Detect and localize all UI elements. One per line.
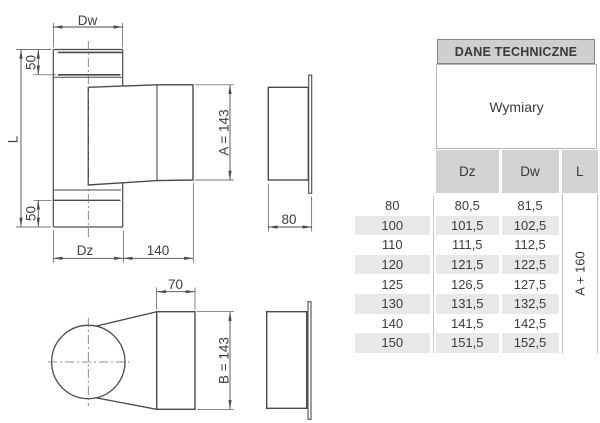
table-row: 100 101,5 102,5 xyxy=(355,215,597,236)
duct-rect xyxy=(266,311,308,410)
l-merged-cell: A + 160 xyxy=(562,193,598,353)
column-header-dz: Dz xyxy=(436,150,499,193)
flange-plate xyxy=(307,301,312,420)
socket-rim-lines xyxy=(58,51,122,76)
table-row: 130 131,5 132,5 xyxy=(355,294,597,314)
top-view xyxy=(48,287,234,411)
cell-dz: 80,5 xyxy=(454,198,480,214)
dim-label-l: L xyxy=(5,135,20,143)
table-row: 120 121,5 122,5 xyxy=(355,254,597,275)
dim-label-50-bottom: 50 xyxy=(23,205,38,222)
cell-dw: 81,5 xyxy=(517,198,543,214)
dim-label-140: 140 xyxy=(146,242,170,258)
cell-size: 100 xyxy=(355,215,430,236)
cell-dw: 142,5 xyxy=(513,315,547,331)
table-divider-line xyxy=(433,196,434,353)
table-row: 125 126,5 127,5 xyxy=(355,274,597,294)
dim-label-50-top: 50 xyxy=(23,54,38,70)
cell-dw: 112,5 xyxy=(514,237,546,253)
table-group-header: Wymiary xyxy=(436,64,597,149)
cell-dw: 102,5 xyxy=(501,215,559,236)
cell-size: 125 xyxy=(381,276,404,292)
cell-dw: 127,5 xyxy=(513,276,547,292)
dim-label-b143: B = 143 xyxy=(216,337,231,384)
circle-centerlines xyxy=(48,318,130,406)
table-title: DANE TECHNICZNE xyxy=(437,39,595,64)
table-row: 80 80,5 81,5 xyxy=(355,196,597,216)
cell-size: 130 xyxy=(355,294,430,314)
flange-plate xyxy=(308,74,313,194)
column-header-dw: Dw xyxy=(501,150,559,193)
cell-dz: 121,5 xyxy=(436,254,499,275)
dim-label-70: 70 xyxy=(167,277,184,292)
side-view-top xyxy=(267,74,313,232)
cell-dz: 141,5 xyxy=(450,315,484,331)
cell-dw: 152,5 xyxy=(501,333,559,353)
dim-label-dz: Dz xyxy=(76,242,94,258)
front-view-dimensions xyxy=(16,23,234,263)
table-row: 140 141,5 142,5 xyxy=(355,314,597,334)
cell-dw: 122,5 xyxy=(501,254,559,275)
top-view-dimensions xyxy=(156,287,234,410)
duct-rect xyxy=(267,86,309,181)
table-row: 110 111,5 112,5 xyxy=(355,235,597,255)
branch-outline xyxy=(87,84,194,186)
cell-dz: 151,5 xyxy=(436,333,499,353)
column-header-l: L xyxy=(562,150,598,193)
cell-dz: 126,5 xyxy=(450,276,484,292)
cell-size: 150 xyxy=(355,333,430,353)
front-view xyxy=(16,23,234,263)
side-view-dimensions xyxy=(267,183,313,232)
dim-label-dw: Dw xyxy=(77,13,98,28)
dim-label-a143: A = 143 xyxy=(216,109,231,156)
cell-size: 80 xyxy=(385,198,400,214)
outlet-rect xyxy=(155,311,196,411)
cell-dw: 132,5 xyxy=(501,294,559,314)
cell-dz: 101,5 xyxy=(436,215,499,236)
dim-label-80: 80 xyxy=(281,212,297,227)
cell-size: 120 xyxy=(355,254,430,275)
table-row: 150 151,5 152,5 xyxy=(355,333,597,353)
transition-lines xyxy=(95,311,157,410)
cell-size: 110 xyxy=(381,237,403,253)
cell-size: 140 xyxy=(381,315,404,331)
cell-dz: 111,5 xyxy=(451,237,483,253)
cell-dz: 131,5 xyxy=(436,294,499,314)
side-view-bottom xyxy=(266,301,312,420)
